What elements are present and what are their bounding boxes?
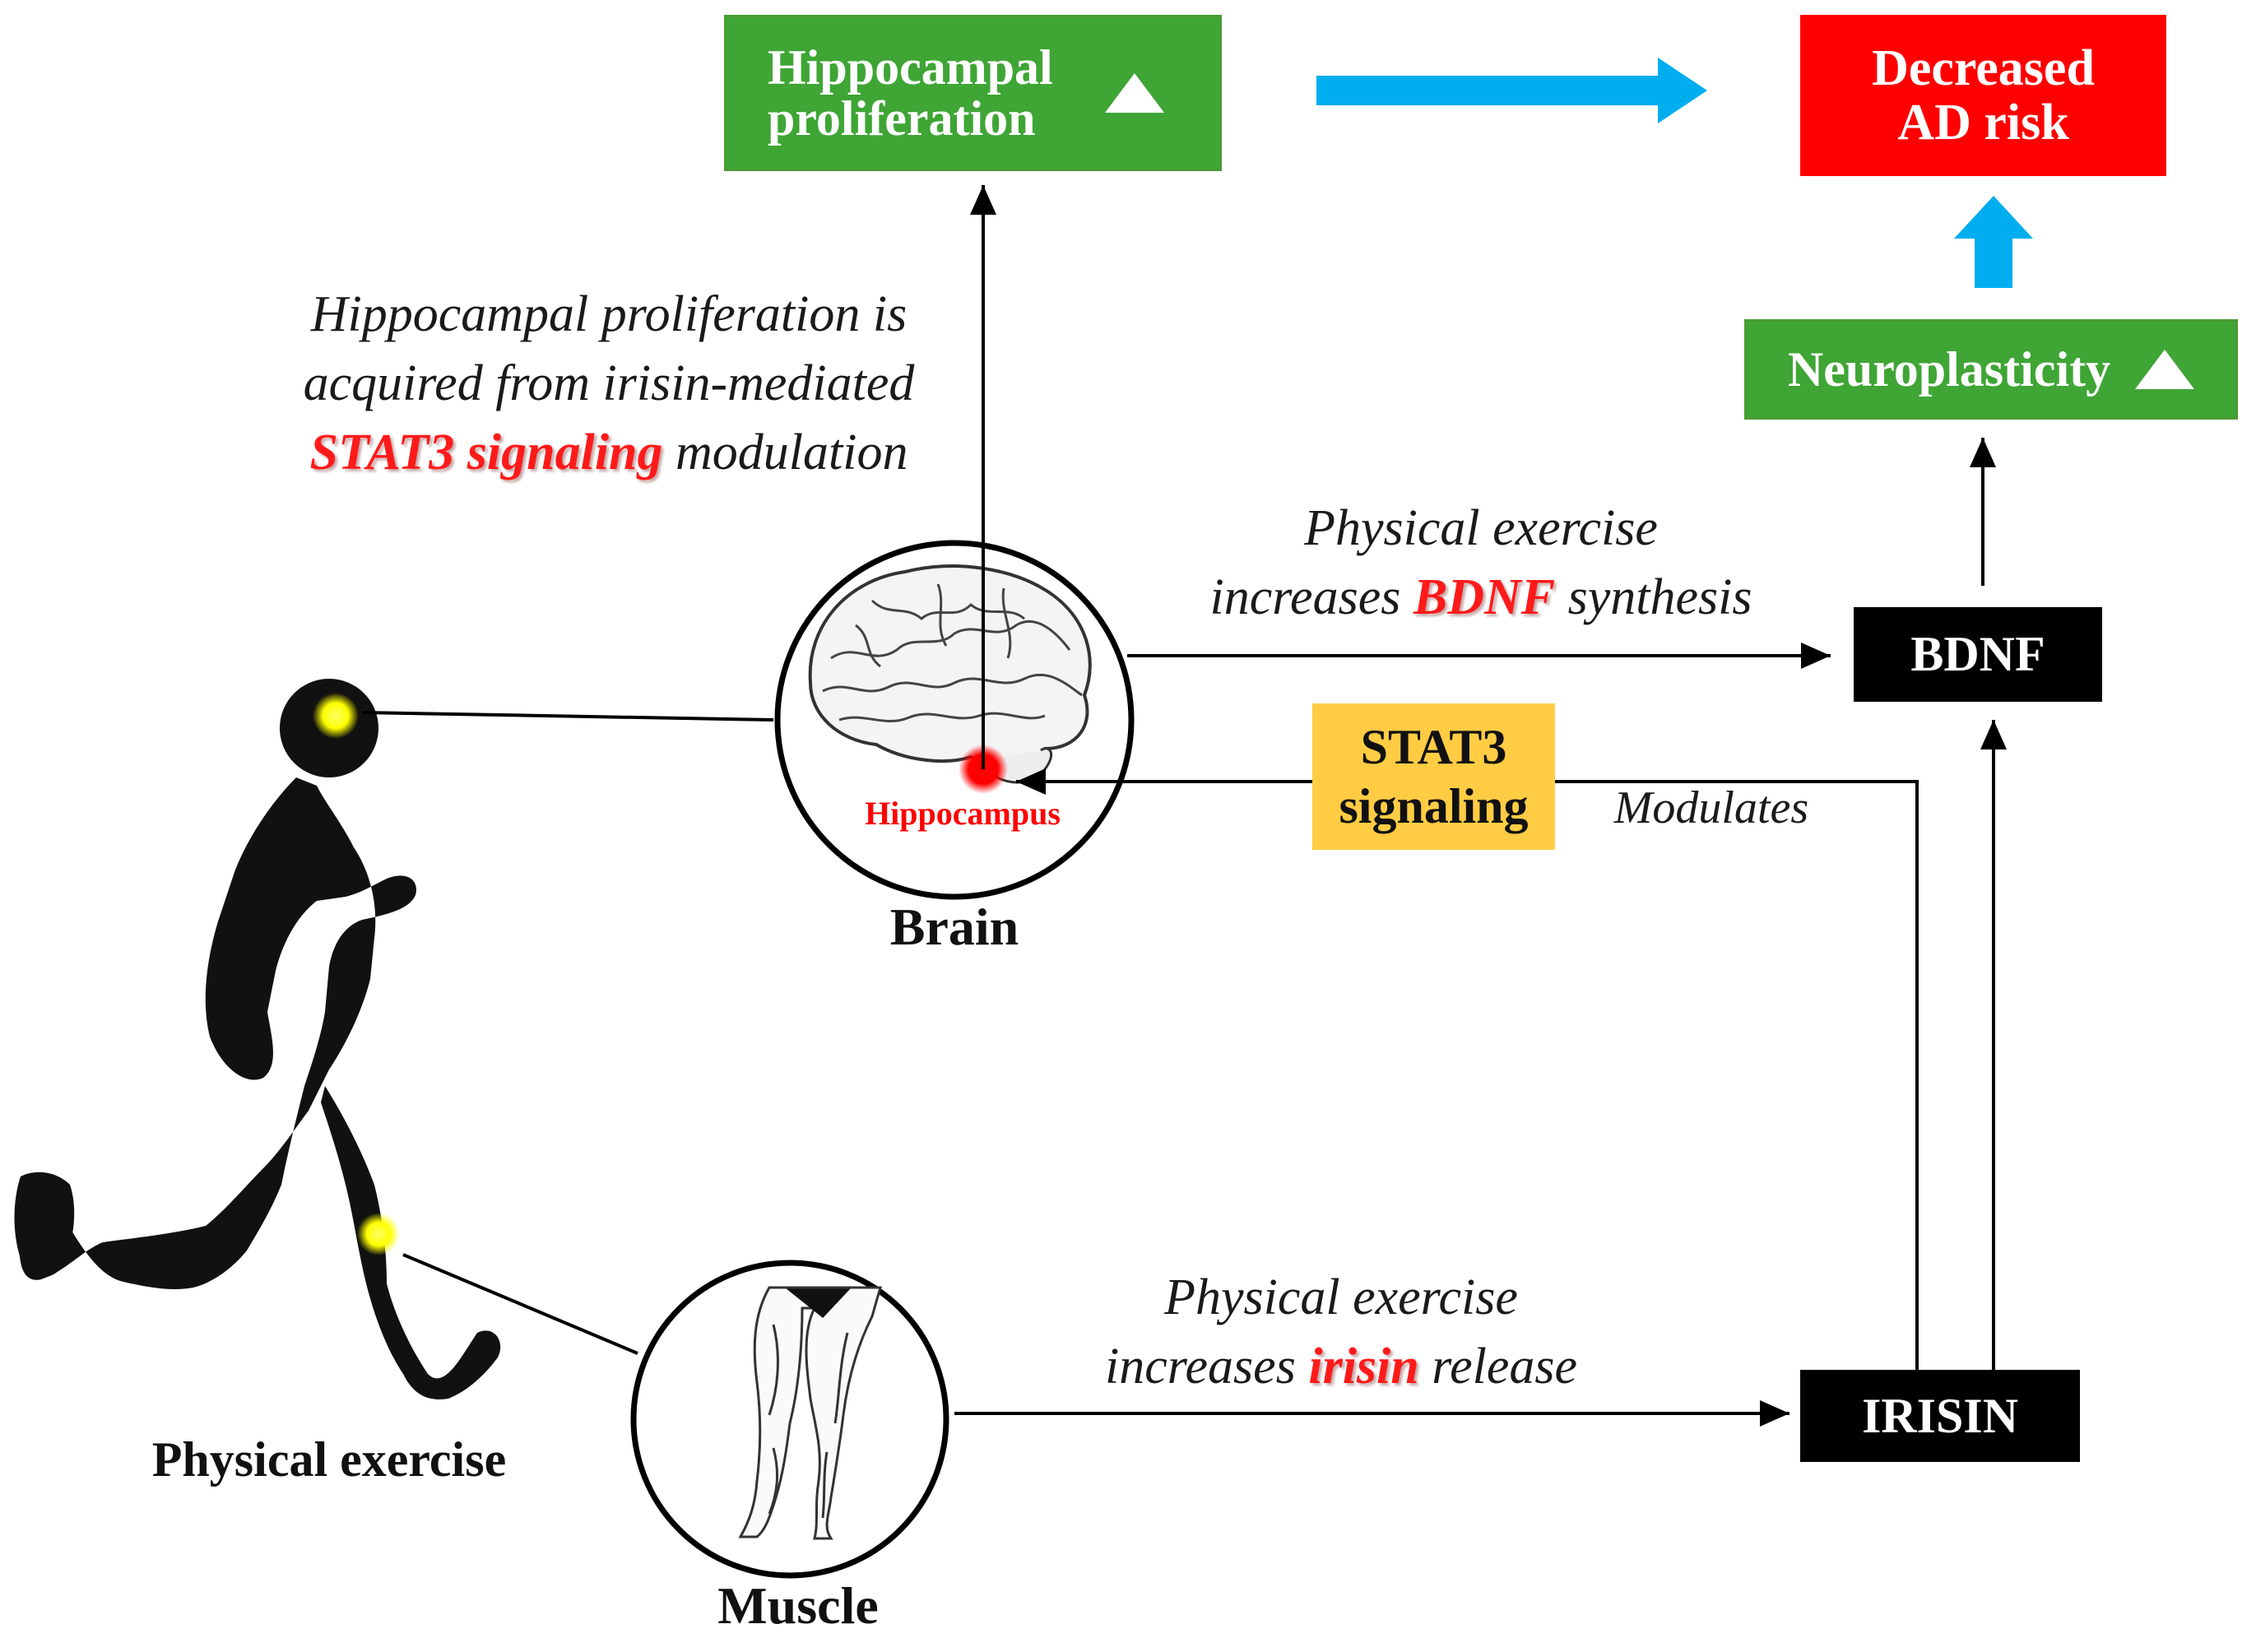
- decreased-ad-risk-label: Decreased AD risk: [1872, 40, 2095, 151]
- bdnf-caption-line2: increases BDNF synthesis: [1152, 563, 1810, 632]
- neuroplasticity-label: Neuroplasticity: [1787, 341, 2111, 397]
- knee-to-muscle-line: [402, 1253, 638, 1355]
- runner-head-glow: [313, 693, 359, 739]
- irisin-label: IRISIN: [1861, 1388, 2019, 1443]
- bdnf-caption-highlight: BDNF: [1413, 569, 1556, 625]
- bdnf-caption-pre: increases: [1209, 569, 1413, 625]
- stat3-caption-highlight: STAT3 signaling: [309, 425, 663, 480]
- irisin-caption-line2: increases irisin release: [1028, 1332, 1654, 1401]
- bdnf-caption-post: synthesis: [1555, 569, 1752, 625]
- brain-label: Brain: [889, 898, 1019, 956]
- hippocampal-proliferation-label: Hippocampal proliferation: [768, 40, 1053, 146]
- hippocampal-proliferation-box: Hippocampal proliferation: [724, 15, 1222, 171]
- irisin-caption-pre: increases: [1104, 1339, 1309, 1394]
- head-to-brain-line: [361, 711, 774, 722]
- stat3-caption-line1: Hippocampal proliferation is: [310, 286, 908, 342]
- runner-body: [19, 777, 416, 1290]
- runner-silhouette: [14, 679, 501, 1399]
- hippocampus-label: Hippocampus: [865, 795, 1061, 832]
- runner-rear-leg: [321, 1086, 501, 1399]
- stat3-signaling-label: STAT3 signaling: [1339, 720, 1529, 833]
- neuroplasticity-box: Neuroplasticity: [1744, 319, 2238, 420]
- physical-exercise-label: Physical exercise: [151, 1432, 507, 1487]
- decreased-ad-risk-box: Decreased AD risk: [1800, 15, 2166, 176]
- stat3-caption-line3-rest: modulation: [662, 425, 908, 480]
- stat3-caption-line3: STAT3 signaling modulation: [247, 418, 971, 487]
- runner-knee-glow: [357, 1213, 400, 1255]
- legs-muscle-illustration: [738, 1286, 882, 1540]
- blue-arrow-right: [1316, 58, 1707, 123]
- irisin-caption-line1: Physical exercise: [1164, 1269, 1518, 1325]
- muscle-label: Muscle: [717, 1576, 879, 1635]
- stat3-signaling-box: STAT3 signaling: [1312, 703, 1555, 850]
- irisin-modulates-path: [1555, 780, 1919, 1370]
- up-triangle-icon: [2135, 350, 2195, 389]
- bdnf-box: BDNF: [1854, 607, 2102, 702]
- stat3-caption-line2: acquired from irisin-mediated: [303, 355, 915, 411]
- stat3-caption: Hippocampal proliferation is acquired fr…: [247, 280, 971, 487]
- bdnf-caption: Physical exercise increases BDNF synthes…: [1152, 494, 1810, 632]
- irisin-caption: Physical exercise increases irisin relea…: [1028, 1263, 1654, 1401]
- bdnf-label: BDNF: [1910, 627, 2045, 681]
- bdnf-caption-line1: Physical exercise: [1304, 500, 1658, 556]
- modulates-label: Modulates: [1613, 782, 1809, 833]
- runner-front-shoe: [14, 1172, 75, 1278]
- irisin-caption-post: release: [1418, 1339, 1578, 1394]
- up-triangle-icon: [1105, 73, 1164, 113]
- blue-arrow-up: [1954, 196, 2033, 288]
- irisin-caption-highlight: irisin: [1308, 1339, 1419, 1394]
- irisin-box: IRISIN: [1800, 1370, 2080, 1462]
